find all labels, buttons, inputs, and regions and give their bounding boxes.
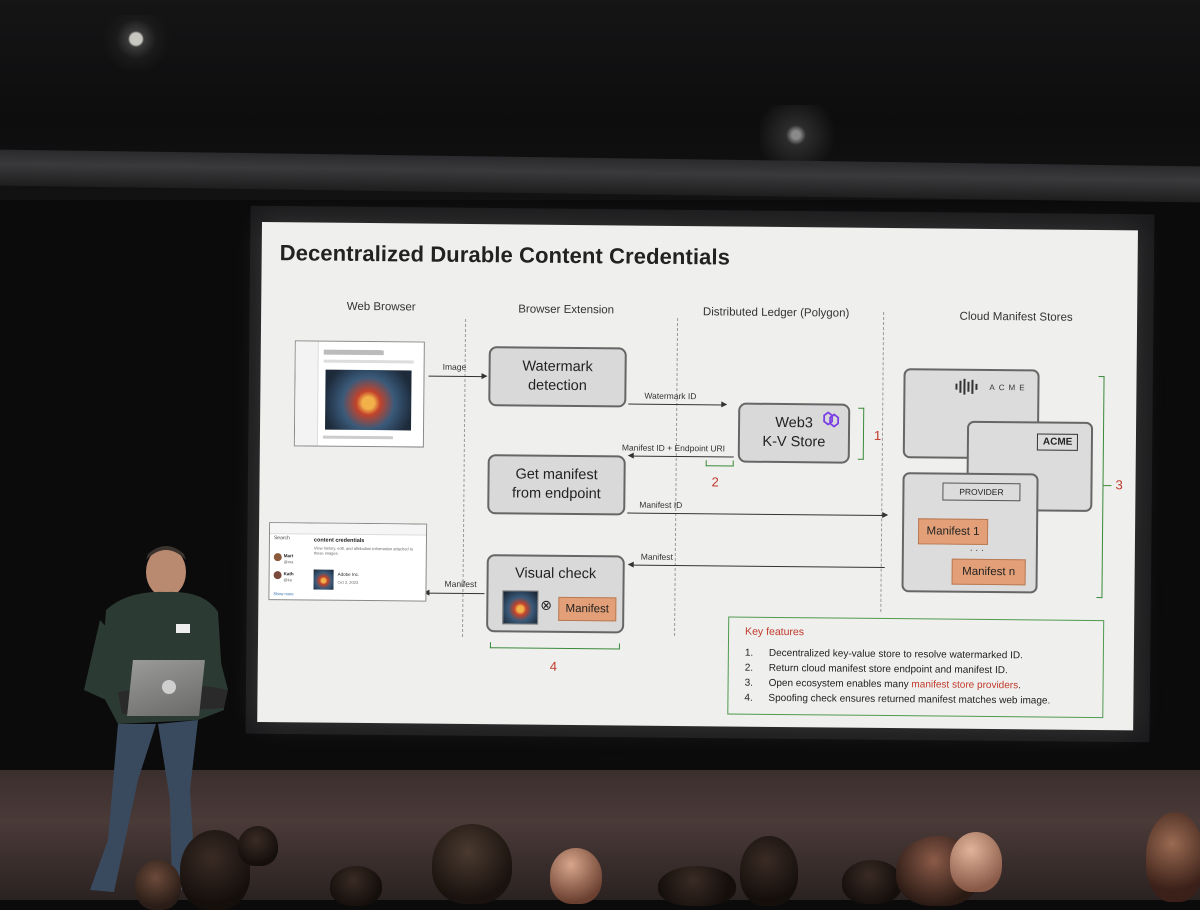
arrow-label-watermark-id: Watermark ID <box>644 390 697 402</box>
step-number-2: 2 <box>711 474 719 490</box>
arrowhead <box>481 373 488 380</box>
watermark-detection-box: Watermark detection <box>488 346 627 408</box>
get-manifest-line1: Get manifest <box>515 466 598 484</box>
get-manifest-line2: from endpoint <box>511 485 601 503</box>
acme-store-card: ACME <box>902 368 1040 460</box>
arrow-label-image: Image <box>442 361 467 372</box>
arrow-manifest-to-browser <box>426 592 485 595</box>
key-feature-item: 3.Open ecosystem enables many manifest s… <box>744 677 1021 692</box>
visual-check-manifest-chip: Manifest <box>558 596 617 622</box>
watermark-box-line1: Watermark <box>522 358 593 376</box>
kv-box-line1: Web3 <box>775 414 813 432</box>
acme-logo-text: ACME <box>989 382 1029 392</box>
bracket-4 <box>489 642 620 650</box>
provider-store-card: PROVIDER Manifest 1 . . . Manifest n <box>901 472 1039 594</box>
credential-thumbnail <box>313 569 334 590</box>
arrow-label-manifest-endpoint: Manifest ID + Endpoint URI <box>621 442 726 454</box>
panel-date: Oct 3, 2023 <box>337 579 359 585</box>
bracket-3 <box>1096 376 1105 599</box>
audience-member <box>330 866 382 906</box>
manifest-1-chip: Manifest 1 <box>917 518 989 545</box>
key-features-title: Key features <box>745 625 805 639</box>
audience-member <box>135 860 181 910</box>
arrow-image <box>428 375 485 378</box>
audience-member <box>238 826 278 866</box>
manifest-n-chip: Manifest n <box>951 558 1026 586</box>
panel-row2b: @ka <box>283 577 292 583</box>
get-manifest-box: Get manifest from endpoint <box>487 454 626 516</box>
laptop-logo-icon <box>162 680 176 694</box>
polygon-icon <box>821 410 841 428</box>
panel-search: Search <box>273 535 290 542</box>
content-credentials-panel: Search content credentials View history,… <box>268 522 428 602</box>
audience-member <box>432 824 512 904</box>
slide-title: Decentralized Durable Content Credential… <box>279 240 731 270</box>
key-features-box: Key features 1.Decentralized key-value s… <box>727 616 1105 719</box>
arrowhead <box>721 401 728 408</box>
kv-box-line2: K-V Store <box>762 433 826 451</box>
step-number-1: 1 <box>873 427 882 443</box>
provider-label: PROVIDER <box>942 482 1021 502</box>
key-feature-item: 4.Spoofing check ensures returned manife… <box>744 692 1051 707</box>
acme-box-logo: ACME <box>1036 433 1079 451</box>
step-number-4: 4 <box>549 658 558 674</box>
arrow-label-manifest-to-browser: Manifest <box>444 578 477 590</box>
stage-light <box>760 105 850 165</box>
avatar <box>273 571 282 580</box>
arrowhead <box>627 561 634 568</box>
panel-heading: content credentials <box>313 537 365 544</box>
column-header-web-browser: Web Browser <box>346 300 416 314</box>
tensor-product-icon: ⊗ <box>540 596 553 613</box>
key-feature-item: 1.Decentralized key-value store to resol… <box>744 647 1023 662</box>
avatar <box>273 553 282 562</box>
panel-show-more: Show more <box>273 591 294 597</box>
lane-divider <box>674 317 679 636</box>
presentation-slide: Decentralized Durable Content Credential… <box>257 222 1138 731</box>
column-header-distributed-ledger: Distributed Ledger (Polygon) <box>702 306 850 320</box>
arrowhead <box>627 452 634 459</box>
audience-member <box>842 860 902 904</box>
audience-member <box>658 866 736 906</box>
stage-light <box>100 15 172 75</box>
panel-row1: Mart <box>283 553 294 559</box>
arrowhead <box>882 511 889 519</box>
arrow-label-manifest-return: Manifest <box>640 551 673 562</box>
bracket-1 <box>857 407 865 460</box>
key-feature-item: 2.Return cloud manifest store endpoint a… <box>744 662 1008 677</box>
step-number-3: 3 <box>1115 477 1123 493</box>
audience-member <box>950 832 1002 892</box>
visual-check-thumbnail <box>502 590 539 625</box>
panel-row1b: @ma <box>283 559 294 565</box>
bracket-2 <box>705 460 734 467</box>
watermark-box-line2: detection <box>527 377 587 395</box>
acme-logo: ACME <box>955 378 1029 396</box>
manifest-dots: . . . <box>969 542 984 554</box>
arrow-label-manifest-id: Manifest ID <box>639 499 683 511</box>
panel-row2: Kath <box>283 571 294 577</box>
arrow-manifest-id <box>627 512 886 516</box>
audience-member <box>1146 812 1200 902</box>
visual-check-label: Visual check <box>514 565 597 583</box>
browser-screenshot-thumbnail <box>293 340 425 448</box>
audience-member <box>550 848 602 904</box>
panel-description: View history, edit, and attribution info… <box>313 545 414 556</box>
waveform-icon <box>955 378 978 395</box>
audience-member <box>740 836 798 906</box>
panel-issuer: Adobe Inc. <box>337 571 360 577</box>
column-header-cloud-manifest-stores: Cloud Manifest Stores <box>959 310 1073 324</box>
column-header-browser-extension: Browser Extension <box>518 303 615 317</box>
arrow-manifest-endpoint <box>629 455 734 458</box>
bracket-3-tick <box>1103 485 1112 487</box>
arrow-manifest-return <box>630 564 885 568</box>
